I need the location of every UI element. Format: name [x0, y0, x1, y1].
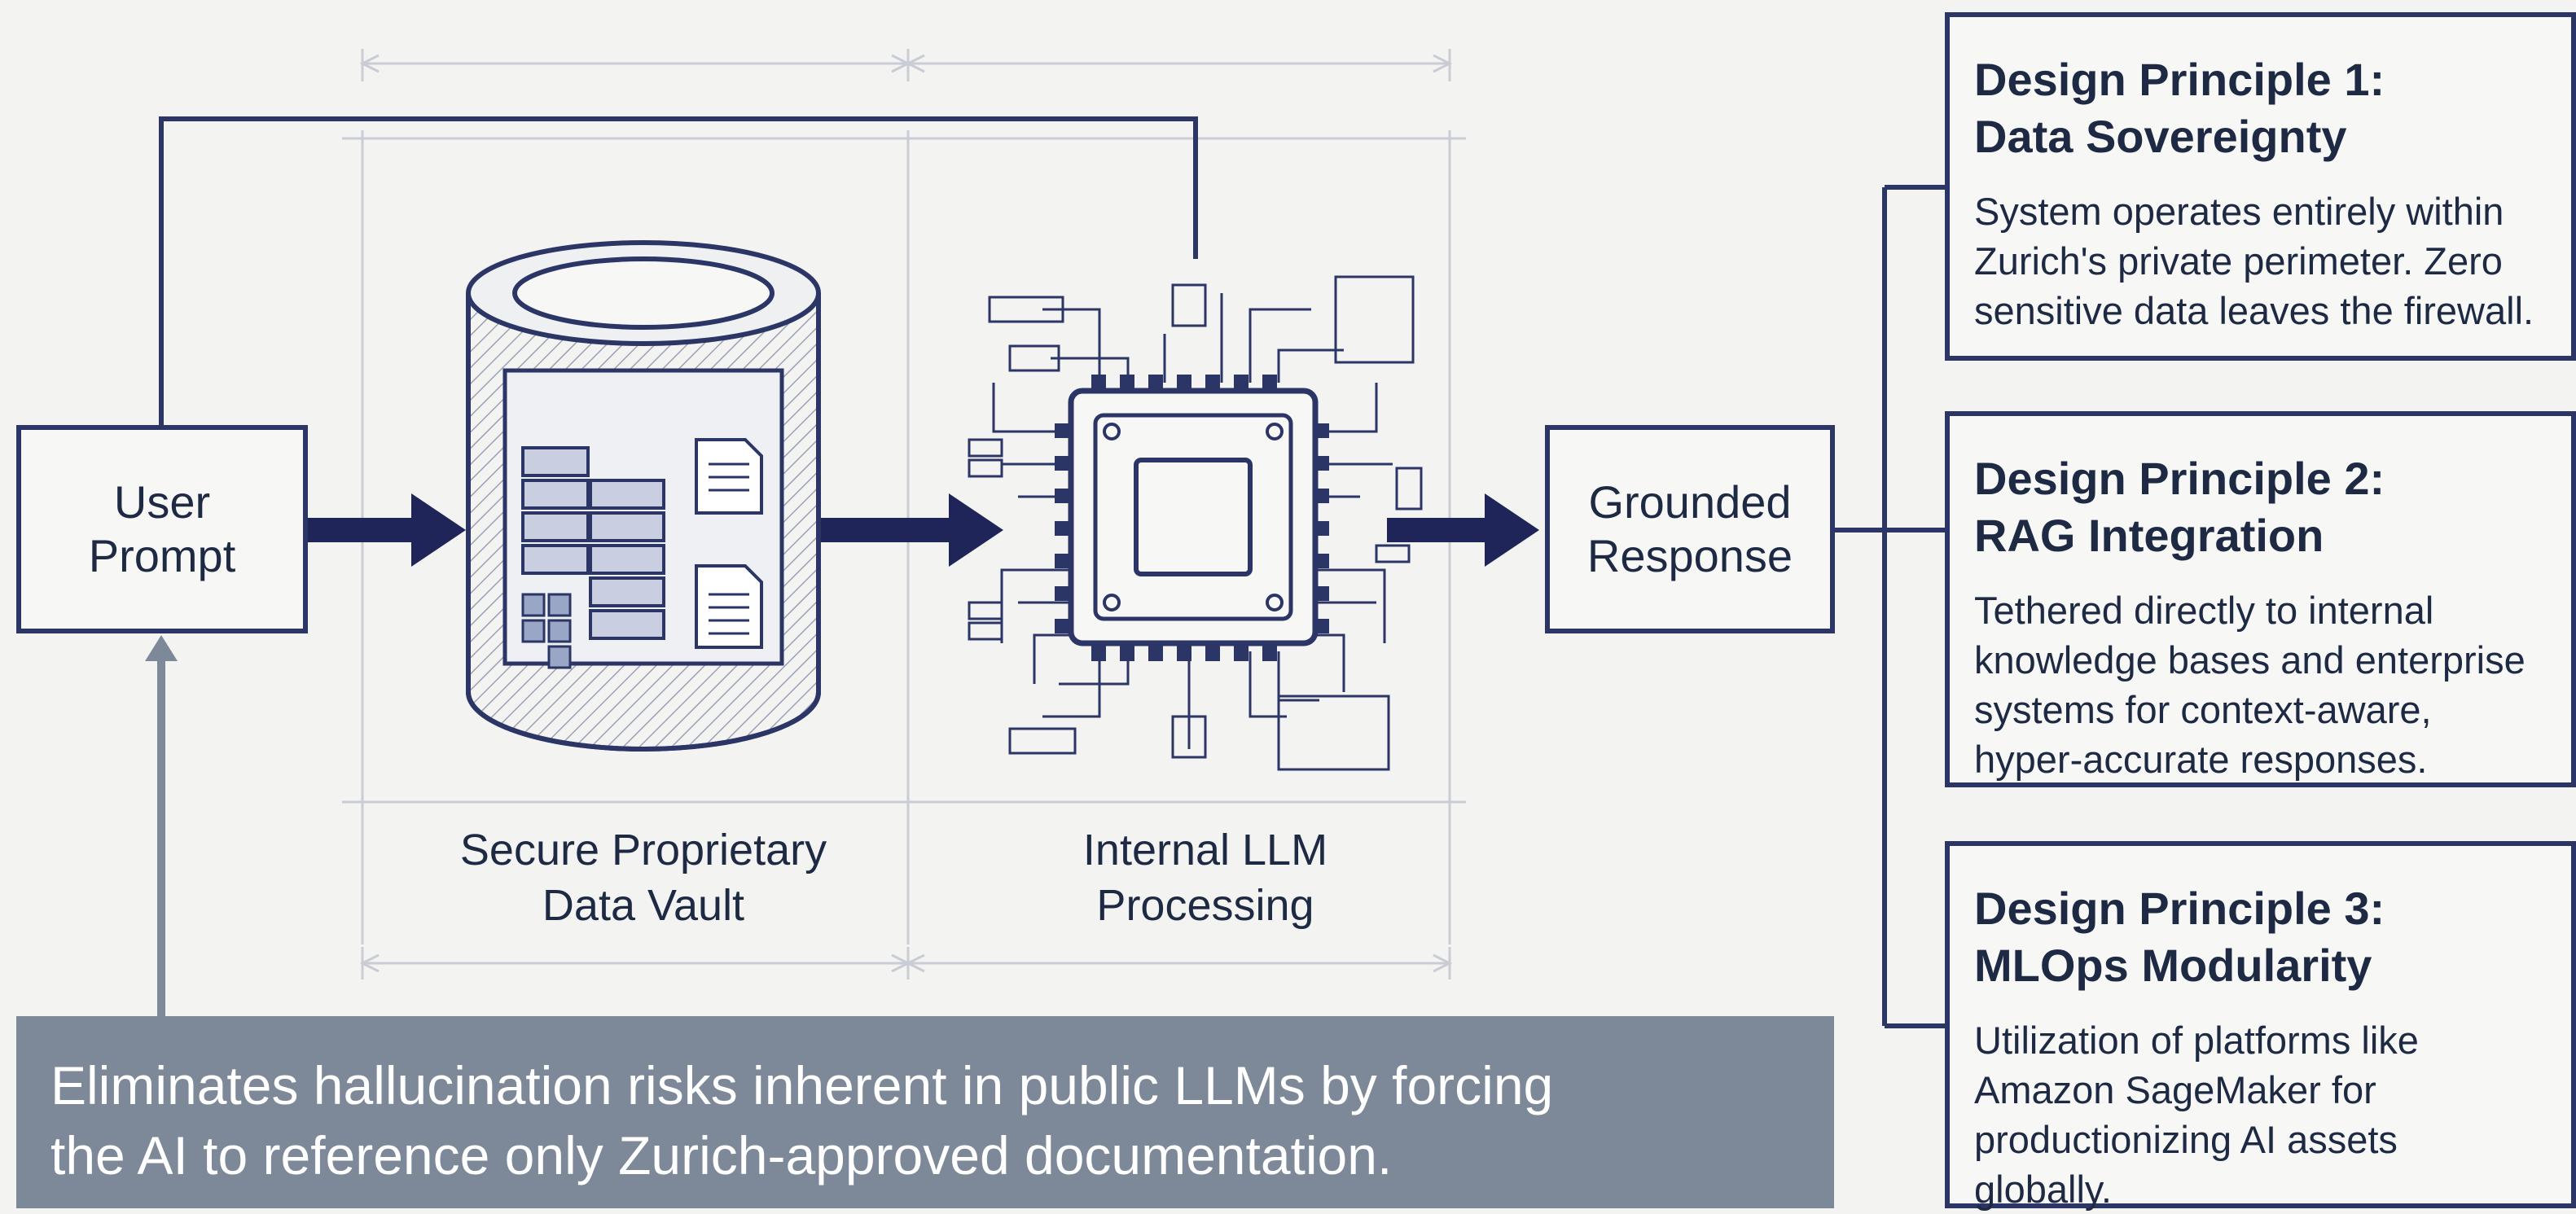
principle-title: Design Principle 1: Data Sovereignty: [1974, 54, 2385, 162]
flow-arrows: [305, 493, 1539, 567]
principle-title: Design Principle 3: MLOps Modularity: [1974, 883, 2385, 991]
feedback-loop-line: [159, 116, 1198, 425]
principles-bracket: [1832, 185, 1946, 1028]
data-vault-cylinder-icon: [466, 240, 821, 752]
summary-banner: Eliminates hallucination risks inherent …: [16, 1016, 1834, 1208]
data-vault-label: Secure Proprietary Data Vault: [459, 826, 827, 930]
llm-processing-label: Internal LLM Processing: [1082, 826, 1328, 930]
banner-text: Eliminates hallucination risks inherent …: [50, 1055, 1554, 1186]
grounded-response-box: Grounded Response: [1545, 425, 1835, 633]
design-principle-card: Design Principle 3: MLOps Modularity Uti…: [1945, 841, 2576, 1211]
user-prompt-box: User Prompt: [16, 425, 308, 633]
principle-body: Utilization of platforms like Amazon Sag…: [1974, 1019, 2419, 1211]
design-principle-card: Design Principle 2: RAG Integration Teth…: [1945, 411, 2576, 787]
principle-body: System operates entirely within Zurich's…: [1974, 190, 2534, 332]
cpu-chip-icon: [968, 275, 1423, 771]
principle-body: Tethered directly to internal knowledge …: [1974, 589, 2526, 781]
design-principle-card: Design Principle 1: Data Sovereignty Sys…: [1945, 12, 2576, 361]
banner-to-prompt-arrow: [145, 635, 178, 1016]
principle-title: Design Principle 2: RAG Integration: [1974, 453, 2385, 561]
